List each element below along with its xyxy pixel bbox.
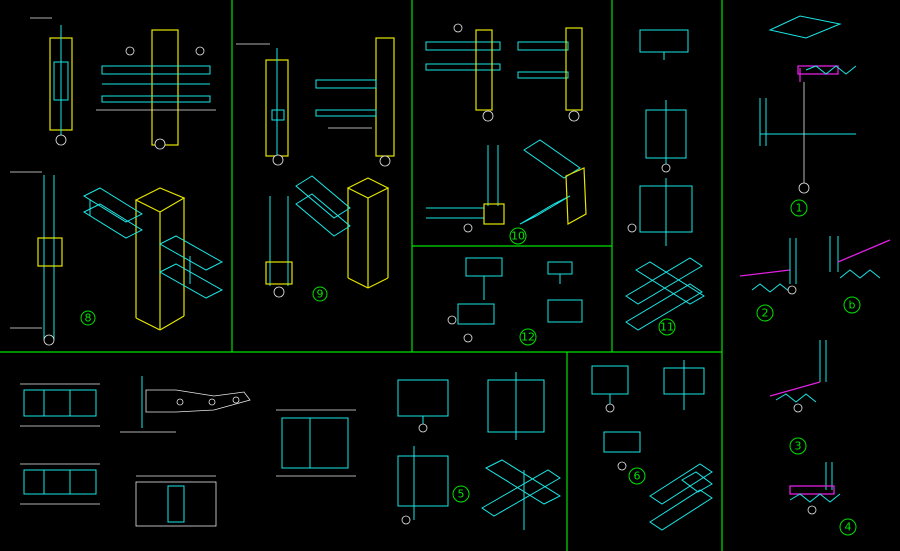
isometric-joint-a [82, 187, 224, 331]
marker-label-9: 9 [317, 288, 324, 301]
marker-label-5: 5 [458, 488, 465, 501]
marker-label-4: 4 [845, 521, 852, 534]
detail-marker-3: 3 [789, 437, 807, 455]
frame-elevation-2 [20, 463, 100, 505]
panel-roof-details: 1 2 b [739, 15, 891, 536]
panel-detail-10: 10 [425, 23, 587, 245]
gutter-detail-3 [769, 340, 827, 413]
isometric-joint-6 [649, 463, 713, 531]
marker-label-11: 11 [660, 321, 674, 334]
detail-marker-11: 11 [658, 318, 676, 336]
isometric-joint-11 [625, 257, 705, 331]
marker-label-2: 2 [762, 307, 769, 320]
marker-label-b: b [849, 299, 856, 312]
beam-section-10a [425, 23, 501, 122]
detail-marker-2: 2 [756, 304, 774, 322]
panel-column-beam-joint-a: 8 [10, 17, 224, 346]
column-elevation-a [30, 17, 73, 146]
isometric-joint-10 [519, 139, 587, 225]
beam-column-section-a [96, 29, 216, 150]
gutter-detail-4 [789, 462, 841, 515]
detail-marker-12: 12 [519, 328, 537, 346]
marker-label-1: 1 [796, 202, 803, 215]
detail-marker-5: 5 [452, 485, 470, 503]
detail-marker-1: 1 [790, 199, 808, 217]
detail-marker-8: 8 [80, 310, 96, 326]
detail-marker-4: 4 [839, 518, 857, 536]
base-plate-detail [135, 475, 217, 527]
marker-label-6: 6 [634, 470, 641, 483]
bracket-plate-detail [120, 376, 251, 433]
gutter-detail-2 [739, 238, 797, 295]
panel-plate-details [20, 376, 356, 527]
beam-section-10b [517, 27, 583, 122]
panel-detail-11: 11 [625, 29, 705, 336]
marker-label-10: 10 [511, 230, 525, 243]
plan-view-10 [426, 145, 505, 233]
panel-detail-6: 6 [591, 360, 713, 531]
gutter-detail-1 [759, 15, 857, 194]
detail-marker-b: b [843, 296, 861, 314]
marker-label-3: 3 [795, 440, 802, 453]
detail-marker-10: 10 [509, 227, 527, 245]
beam-column-section-b [315, 37, 395, 167]
panel-column-beam-joint-b: 9 [236, 37, 395, 302]
marker-label-12: 12 [521, 331, 535, 344]
panel-frame [0, 0, 723, 551]
marker-label-8: 8 [85, 312, 92, 325]
panel-detail-12: 12 [447, 257, 583, 346]
detail-marker-9: 9 [312, 286, 328, 302]
column-detail-a [10, 171, 63, 346]
column-elevation-b [236, 43, 289, 166]
panel-detail-5: 5 [397, 372, 562, 530]
stiffener-elevation [276, 409, 356, 477]
isometric-joint-b [295, 175, 390, 289]
detail-marker-6: 6 [628, 467, 646, 485]
column-detail-b [265, 196, 293, 298]
frame-elevation-1 [20, 383, 100, 427]
isometric-joint-5 [481, 459, 562, 530]
gutter-detail-b [829, 236, 891, 279]
